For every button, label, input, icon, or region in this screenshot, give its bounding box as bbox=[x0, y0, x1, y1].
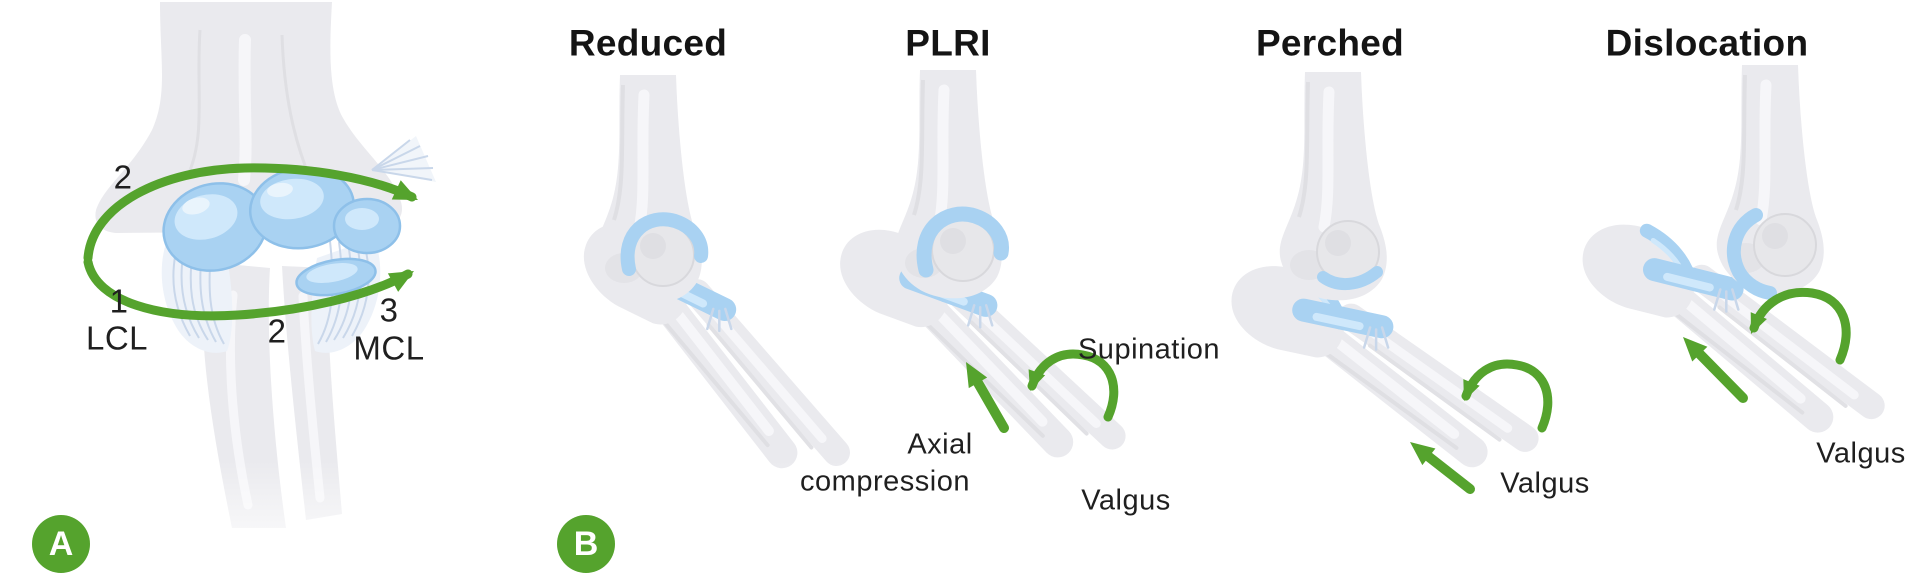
stage-1-bones bbox=[840, 70, 1126, 458]
stage-title-plri: PLRI bbox=[905, 22, 991, 64]
stage-2-bones bbox=[1231, 72, 1539, 468]
supination-rotation-arrow-icon bbox=[1749, 287, 1851, 365]
stage-1-humerus bbox=[894, 70, 1009, 299]
supination-rotation-arrow-icon bbox=[1461, 359, 1553, 433]
fade-overlay bbox=[0, 460, 1920, 587]
stage-2-humerus bbox=[1279, 72, 1387, 301]
panel-a-label-3: 3 bbox=[379, 291, 399, 329]
force-arrow-icon bbox=[966, 362, 1009, 433]
panel-a-label-1: 1 bbox=[109, 282, 129, 320]
annotation-arrows bbox=[966, 287, 1851, 494]
stage-title-perched: Perched bbox=[1255, 22, 1405, 64]
label-valgus-perched: Valgus bbox=[1500, 467, 1590, 500]
stage-0-bones bbox=[583, 75, 850, 469]
label-axial-line2: compression bbox=[800, 465, 970, 498]
panel-a-badge: A bbox=[32, 515, 90, 573]
label-valgus-plri: Valgus bbox=[1081, 484, 1171, 517]
force-arrow-icon bbox=[1683, 337, 1748, 403]
stage-2-arrows bbox=[1410, 359, 1553, 494]
panel-a-label-2-top: 2 bbox=[113, 158, 133, 196]
panel-a-illustration bbox=[83, 2, 436, 528]
panel-a-label-mcl: MCL bbox=[353, 329, 425, 367]
stage-3-arrows bbox=[1683, 287, 1851, 403]
stage-3-bones bbox=[1582, 65, 1885, 433]
rotation-ellipse-arrow-icon bbox=[83, 163, 418, 321]
label-supination: Supination bbox=[1077, 333, 1221, 366]
stage-illustrations bbox=[583, 65, 1885, 469]
stage-3-humerus bbox=[1716, 65, 1824, 300]
label-valgus-dislocation: Valgus bbox=[1816, 437, 1906, 470]
label-axial-line1: Axial bbox=[907, 428, 973, 461]
panel-a-label-lcl: LCL bbox=[85, 319, 149, 357]
supination-rotation-arrow-icon bbox=[1027, 349, 1119, 422]
torn-ligament-fibers bbox=[371, 136, 436, 182]
cartilage-condyles bbox=[162, 166, 402, 297]
panel-a-label-2-bottom: 2 bbox=[267, 312, 287, 350]
panel-b-badge: B bbox=[557, 515, 615, 573]
stage-title-reduced: Reduced bbox=[568, 22, 728, 64]
force-arrow-icon bbox=[1410, 442, 1475, 494]
stage-1-arrows bbox=[966, 349, 1119, 433]
stage-0-humerus bbox=[594, 75, 709, 304]
stage-title-dislocation: Dislocation bbox=[1605, 22, 1809, 64]
